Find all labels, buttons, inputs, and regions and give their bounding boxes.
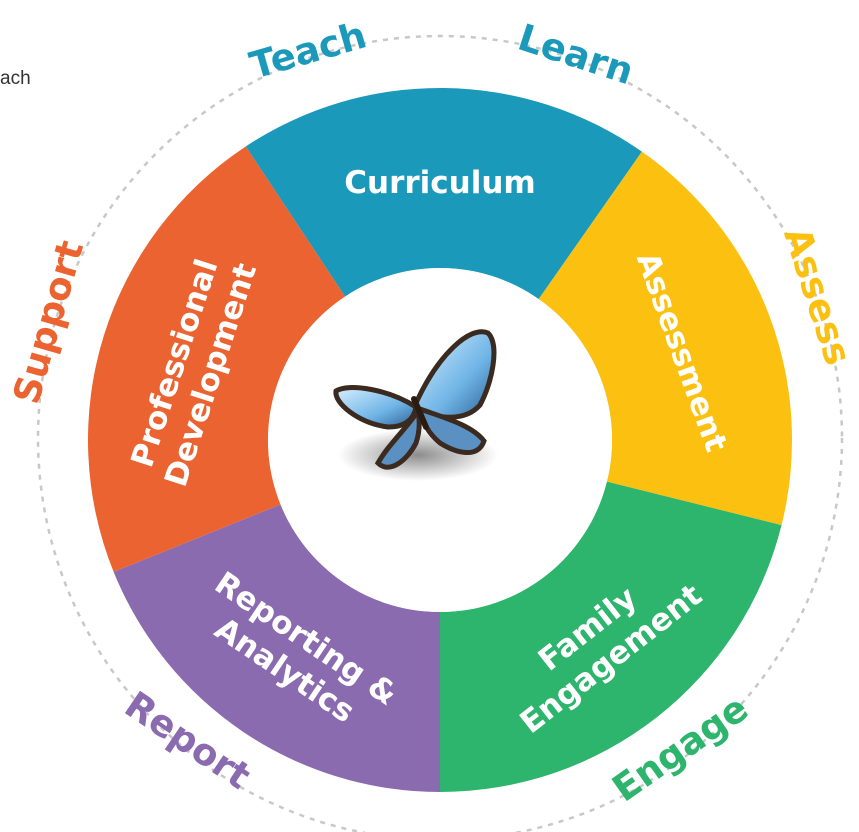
segment-curriculum xyxy=(245,87,642,300)
dashed-ring xyxy=(36,34,844,832)
segment-reporting-analytics xyxy=(113,504,440,792)
outer-label-learn: Learn xyxy=(513,16,639,93)
segment-label-curriculum: Curriculum xyxy=(344,165,535,201)
corner-text: ach xyxy=(0,68,31,89)
segment-assessment xyxy=(538,151,792,526)
segment-professional-development xyxy=(88,146,346,572)
outer-label-assess: Assess xyxy=(775,222,859,370)
butterfly-icon xyxy=(333,329,498,481)
outer-label-support: Support xyxy=(5,236,92,409)
segment-family-engagement xyxy=(440,481,782,792)
outer-label-teach: Teach xyxy=(245,13,371,87)
